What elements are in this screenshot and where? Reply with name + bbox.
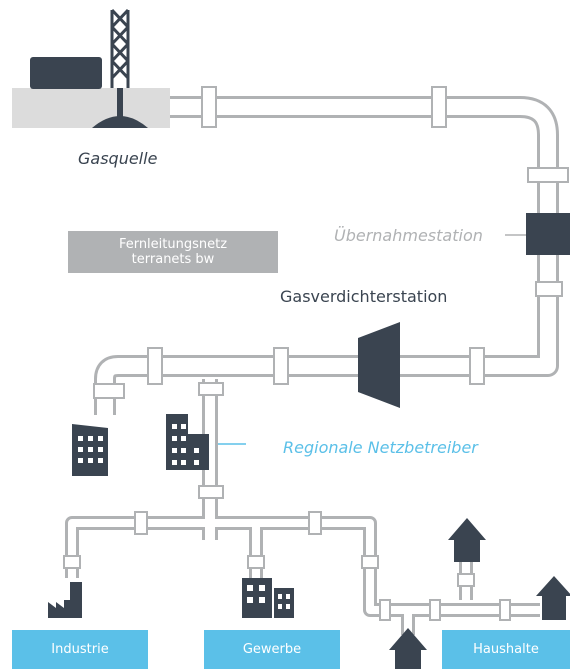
building-icon bbox=[166, 414, 209, 470]
ground-layer bbox=[12, 88, 170, 128]
pipe-network bbox=[65, 96, 559, 635]
compressor-station-label: Gasverdichterstation bbox=[280, 287, 448, 306]
wellhead bbox=[92, 116, 148, 128]
factory-icon bbox=[48, 582, 82, 618]
transfer-station-label: Übernahmestation bbox=[334, 226, 483, 245]
regional-operators-label: Regionale Netzbetreiber bbox=[283, 438, 478, 457]
house-icon bbox=[448, 518, 486, 562]
gas-source bbox=[30, 8, 148, 128]
transmission-network-box: Fernleitungsnetz terranets bw bbox=[68, 231, 278, 273]
transfer-station-block bbox=[526, 213, 570, 255]
pipe-couplings bbox=[63, 86, 569, 621]
building-icon bbox=[72, 424, 108, 476]
households-box: Haushalte bbox=[442, 630, 570, 669]
compressor-icon bbox=[358, 322, 400, 408]
gas-source-label: Gasquelle bbox=[78, 149, 158, 168]
industry-box: Industrie bbox=[12, 630, 148, 669]
house-icon bbox=[536, 576, 570, 620]
house-icon bbox=[389, 628, 427, 669]
transmission-network-line1: Fernleitungsnetz bbox=[118, 237, 228, 252]
transmission-network-line2: terranets bw bbox=[131, 252, 215, 267]
commerce-box: Gewerbe bbox=[204, 630, 340, 669]
building-shed bbox=[30, 57, 102, 89]
drilling-tower bbox=[110, 8, 130, 88]
commerce-buildings-icon bbox=[242, 578, 294, 618]
